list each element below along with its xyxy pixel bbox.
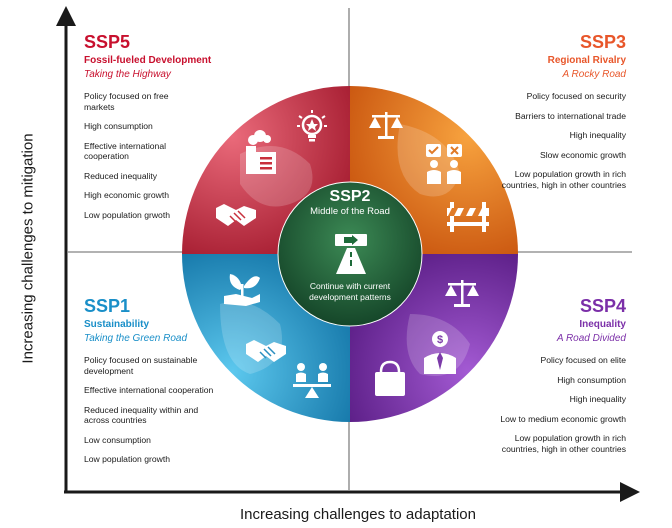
list-item: High consumption (557, 374, 626, 385)
list-item: High inequality (569, 130, 626, 140)
scales-icon (369, 112, 403, 139)
list-item: Effective international cooperation (84, 140, 167, 162)
list-item: Low population growth in rich countries,… (501, 169, 626, 190)
voting-icon (426, 144, 462, 184)
list-item: Barriers to international trade (515, 110, 626, 121)
ssp5-block: SSP5 Fossil-fueled Development Taking th… (84, 32, 214, 229)
barrier-icon (447, 202, 489, 232)
ssp3-tagline: A Rocky Road (562, 69, 626, 80)
ssp4-tagline: A Road Divided (556, 333, 626, 344)
list-item: Effective international cooperation (84, 385, 214, 395)
ssp1-block: SSP1 Sustainability Taking the Green Roa… (84, 296, 224, 474)
list-item: Reduced inequality (84, 170, 158, 181)
ssp5-code: SSP5 (84, 32, 131, 52)
y-axis-label: Increasing challenges to mitigation (19, 133, 37, 364)
list-item: High consumption (84, 121, 153, 131)
ssp1-name: Sustainability (84, 319, 150, 330)
ssp4-name: Inequality (579, 319, 626, 330)
scales-icon-ssp4 (445, 280, 479, 307)
list-item: High economic growth (84, 190, 170, 200)
ssp3-items: Policy focused on security Barriers to i… (490, 91, 626, 190)
ssp1-tagline: Taking the Green Road (84, 333, 188, 344)
ssp3-name: Regional Rivalry (547, 55, 626, 66)
list-item: Reduced inequality within and across cou… (84, 404, 199, 426)
ssp1-items: Policy focused on sustainable developmen… (84, 355, 224, 465)
ssp5-name: Fossil-fueled Development (84, 55, 212, 66)
list-item: Policy focused on elite (540, 355, 626, 365)
ssp4-code: SSP4 (579, 296, 626, 316)
road-sign-icon (335, 234, 367, 274)
ssp3-block: SSP3 Regional Rivalry A Rocky Road Polic… (490, 32, 626, 199)
plant-hand-icon (224, 274, 260, 306)
ssp2-description: Continue with current development patter… (309, 281, 391, 302)
ssp3-code: SSP3 (579, 32, 626, 52)
factory-icon (246, 130, 276, 174)
list-item: Policy focused on security (526, 91, 626, 101)
businessman-icon: $ (424, 331, 456, 374)
y-axis-arrow (56, 6, 76, 26)
list-item: Policy focused on free markets (84, 91, 169, 112)
ssp5-tagline: Taking the Highway (84, 69, 171, 80)
ssp2-name: Middle of the Road (310, 206, 390, 217)
x-axis-arrow (620, 482, 640, 502)
balanced-people-icon (293, 363, 331, 398)
list-item: Low to medium economic growth (500, 413, 626, 424)
list-item: Low population growth (84, 454, 170, 464)
list-item: Low population grwoth (84, 209, 170, 220)
shopping-bag-icon (375, 360, 405, 396)
ssp2-code: SSP2 (329, 188, 371, 205)
ssp1-code: SSP1 (84, 296, 131, 316)
svg-text:$: $ (437, 334, 443, 346)
x-axis-label: Increasing challenges to adaptation (239, 506, 476, 523)
list-item: Low consumption (84, 434, 151, 445)
ssp4-items: Policy focused on elite High consumption… (484, 355, 626, 454)
list-item: Low population growth in rich countries,… (501, 433, 626, 454)
list-item: Policy focused on sustainable developmen… (84, 355, 198, 376)
ssp4-block: SSP4 Inequality A Road Divided Policy fo… (484, 296, 626, 463)
ssp5-items: Policy focused on free markets High cons… (84, 91, 196, 220)
lightbulb-icon (297, 110, 327, 142)
list-item: High inequality (569, 394, 626, 404)
handshake-icon (216, 204, 256, 226)
list-item: Slow economic growth (540, 149, 626, 160)
handshake-icon-ssp1 (246, 340, 286, 362)
